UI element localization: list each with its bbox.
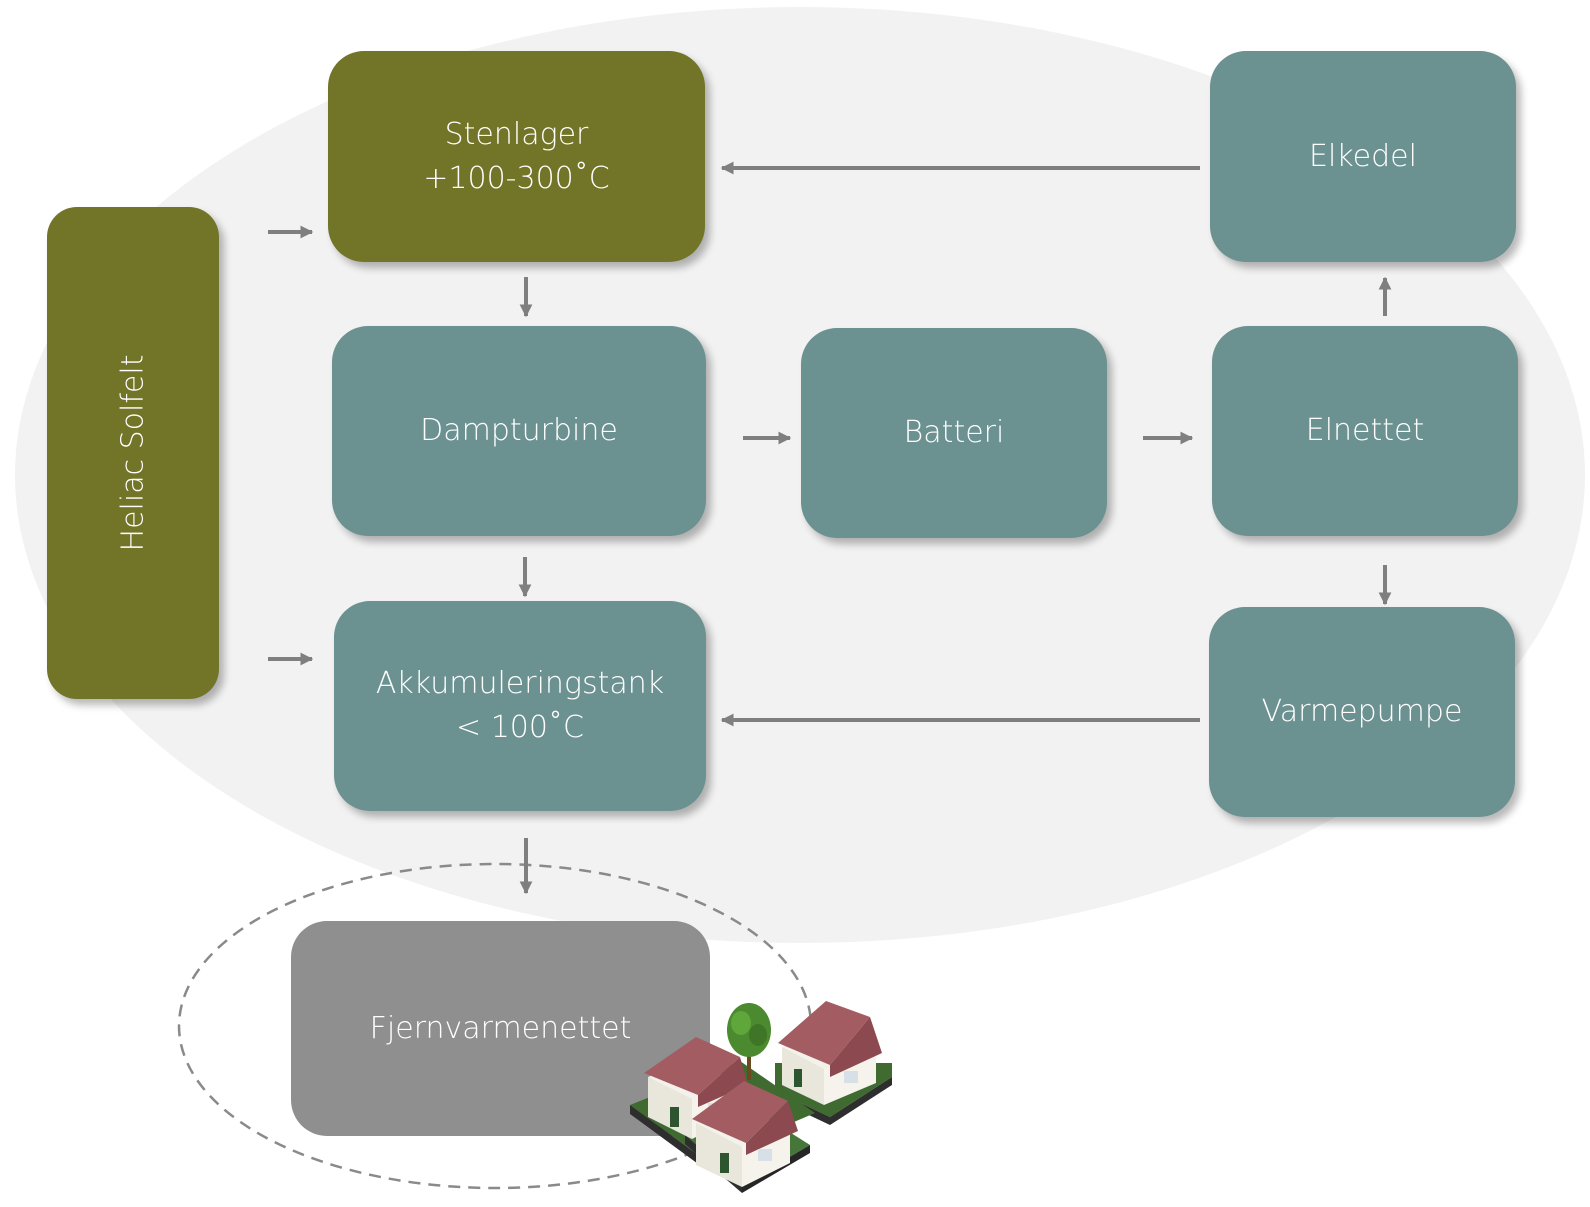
houses-icon <box>630 1001 892 1193</box>
node-varmepumpe: Varmepumpe <box>1209 607 1515 817</box>
node-stenlager: Stenlager +100-300˚C <box>328 51 705 262</box>
node-heliac-solfelt-label: Heliac Solfelt <box>115 354 151 552</box>
node-akkumuleringstank: Akkumuleringstank < 100˚C <box>334 601 706 811</box>
node-elnettet: Elnettet <box>1212 326 1518 536</box>
node-elkedel: Elkedel <box>1210 51 1516 262</box>
node-heliac-solfelt: Heliac Solfelt <box>47 207 219 699</box>
node-batteri: Batteri <box>801 328 1107 538</box>
node-fjernvarmenettet: Fjernvarmenettet <box>291 921 710 1136</box>
connectors <box>268 161 1392 895</box>
node-dampturbine: Dampturbine <box>332 326 706 536</box>
